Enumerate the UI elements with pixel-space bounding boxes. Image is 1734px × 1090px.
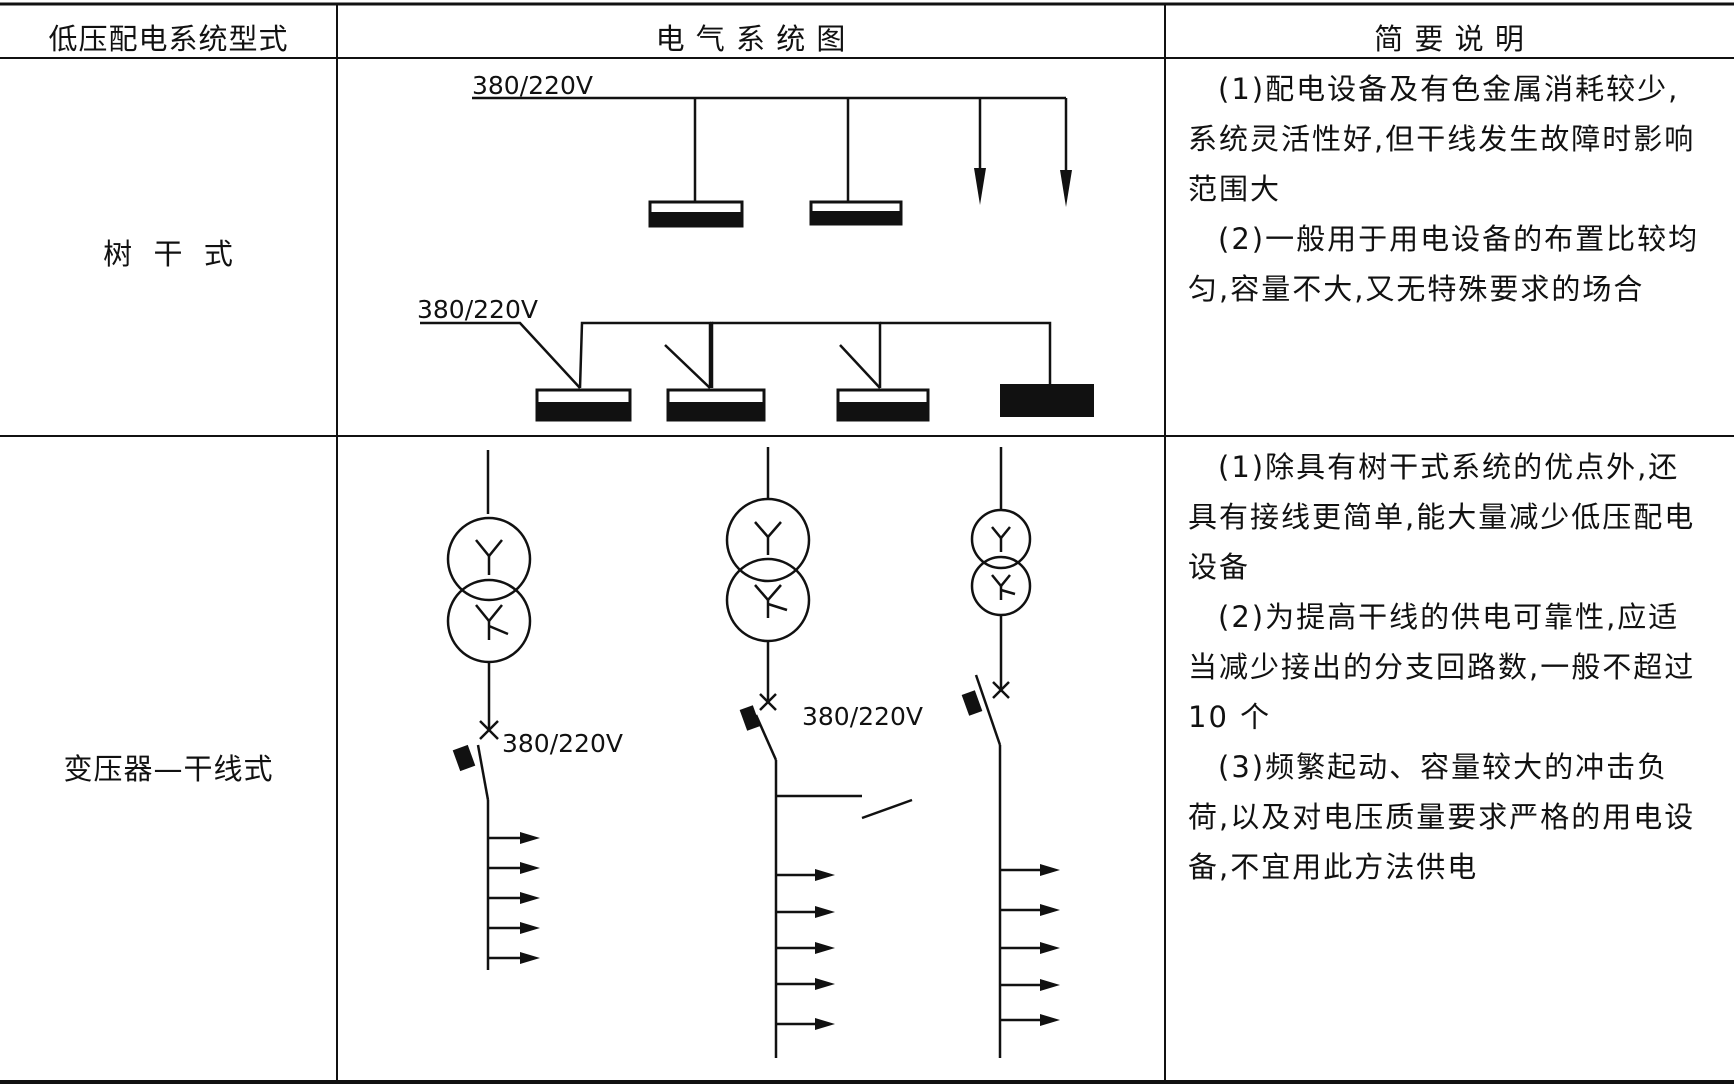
arrow-load-icon (1040, 864, 1060, 1026)
distribution-box-icon (648, 200, 903, 228)
description-trunk: (1)配电设备及有色金属消耗较少,系统灵活性好,但干线发生故障时影响范围大 (2… (1188, 64, 1708, 314)
header-diagram: 电 气 系 统 图 (655, 22, 847, 56)
switch-icon (961, 690, 983, 716)
arrow-load-icon (815, 869, 835, 1030)
arrow-load-icon (974, 168, 1072, 207)
voltage-label-bottom: 380/220V (417, 295, 538, 324)
trunk-diagram-bottom: 380/220V (417, 295, 1052, 389)
arrow-load-icon (520, 832, 540, 964)
header-description: 简 要 说 明 (1374, 22, 1525, 56)
distribution-box-icon (535, 384, 1094, 422)
description-item: (2)为提高干线的供电可靠性,应适当减少接出的分支回路数,一般不超过 10 个 (1188, 600, 1696, 734)
trunk-diagram-top: 380/220V (472, 71, 1068, 202)
description-item: (2)一般用于用电设备的布置比较均匀,容量不大,又无特殊要求的场合 (1188, 222, 1700, 306)
voltage-label-top: 380/220V (472, 71, 593, 100)
voltage-label-middle: 380/220V (802, 702, 923, 731)
description-item: (1)配电设备及有色金属消耗较少,系统灵活性好,但干线发生故障时影响范围大 (1188, 72, 1696, 206)
transformer-trunk-right (970, 447, 1055, 1058)
description-transformer-trunk: (1)除具有树干式系统的优点外,还具有接线更简单,能大量减少低压配电设备 (2)… (1188, 442, 1708, 892)
header-type: 低压配电系统型式 (48, 22, 289, 56)
transformer-trunk-left (446, 450, 535, 970)
description-item: (1)除具有树干式系统的优点外,还具有接线更简单,能大量减少低压配电设备 (1188, 450, 1696, 584)
description-item: (3)频繁起动、容量较大的冲击负荷,以及对电压质量要求严格的用电设备,不宜用此方… (1188, 750, 1696, 884)
switch-icon (452, 744, 476, 772)
voltage-label-left: 380/220V (502, 729, 623, 758)
row-type-trunk: 树 干 式 (103, 237, 234, 271)
switch-icon (739, 705, 761, 731)
transformer-trunk-middle (725, 447, 913, 1058)
row-type-transformer-trunk: 变压器—干线式 (63, 752, 274, 786)
